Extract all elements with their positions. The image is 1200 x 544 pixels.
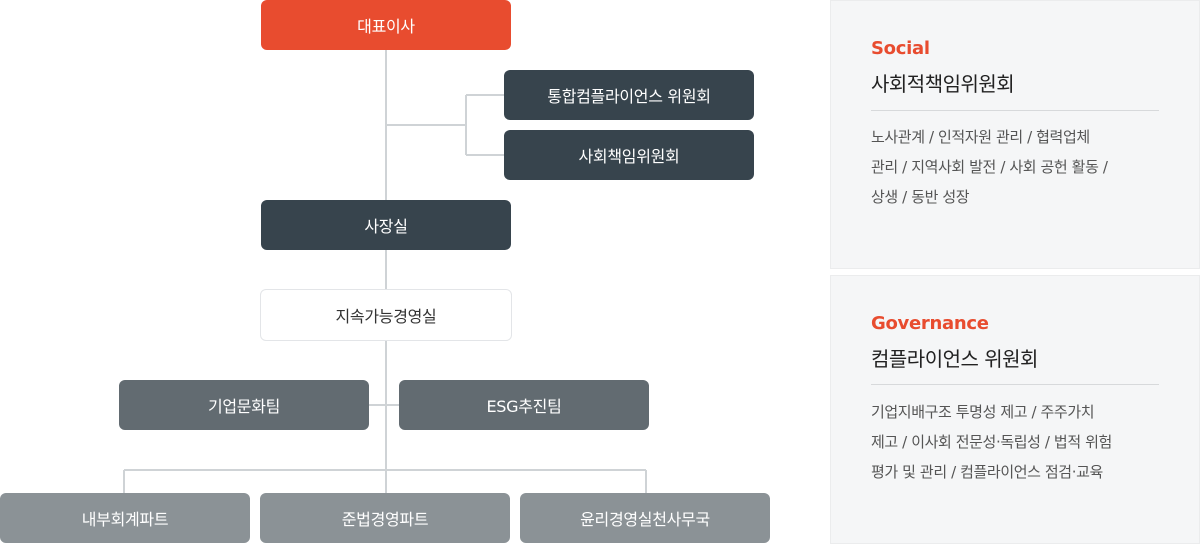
social-tag: Social (871, 38, 930, 59)
compliance-part-box: 준법경영파트 (260, 493, 510, 543)
compliance-committee-label: 통합컴플라이언스 위원회 (547, 87, 711, 106)
social-committee-label: 사회책임위원회 (578, 147, 680, 166)
ethics-office-label: 윤리경영실천사무국 (580, 510, 710, 529)
governance-description: 기업지배구조 투명성 제고 / 주주가치 제고 / 이사회 전문성·독립성 / … (871, 397, 1171, 487)
governance-tag: Governance (871, 313, 989, 334)
compliance-part-label: 준법경영파트 (341, 510, 429, 529)
social-description: 노사관계 / 인적자원 관리 / 협력업체 관리 / 지역사회 발전 / 사회 … (871, 122, 1171, 212)
social-description-line: 노사관계 / 인적자원 관리 / 협력업체 (871, 128, 1090, 146)
ceo-box: 대표이사 (261, 0, 511, 50)
compliance-committee-box: 통합컴플라이언스 위원회 (504, 70, 754, 120)
sustainability-office-label: 지속가능경영실 (335, 307, 437, 326)
social-description-line: 상생 / 동반 성장 (871, 188, 970, 206)
esg-team-box: ESG추진팀 (399, 380, 649, 430)
governance-title: 컴플라이언스 위원회 (871, 347, 1038, 371)
internal-accounting-part-box: 내부회계파트 (0, 493, 250, 543)
governance-divider (871, 384, 1159, 385)
sustainability-office-box: 지속가능경영실 (260, 289, 512, 341)
culture-team-box: 기업문화팀 (119, 380, 369, 430)
president-office-label: 사장실 (364, 217, 408, 236)
culture-team-label: 기업문화팀 (207, 397, 281, 416)
social-title: 사회적책임위원회 (871, 72, 1015, 96)
social-committee-box: 사회책임위원회 (504, 130, 754, 180)
ceo-label: 대표이사 (357, 17, 415, 36)
internal-accounting-part-label: 내부회계파트 (81, 510, 169, 529)
social-divider (871, 110, 1159, 111)
president-office-box: 사장실 (261, 200, 511, 250)
governance-description-line: 제고 / 이사회 전문성·독립성 / 법적 위험 (871, 433, 1112, 451)
social-description-line: 관리 / 지역사회 발전 / 사회 공헌 활동 / (871, 158, 1108, 176)
governance-description-line: 평가 및 관리 / 컴플라이언스 점검·교육 (871, 463, 1103, 481)
ethics-office-box: 윤리경영실천사무국 (520, 493, 770, 543)
esg-team-label: ESG추진팀 (486, 397, 562, 416)
governance-panel: Governance 컴플라이언스 위원회 기업지배구조 투명성 제고 / 주주… (830, 275, 1200, 544)
governance-description-line: 기업지배구조 투명성 제고 / 주주가치 (871, 403, 1095, 421)
social-panel: Social 사회적책임위원회 노사관계 / 인적자원 관리 / 협력업체 관리… (830, 0, 1200, 269)
